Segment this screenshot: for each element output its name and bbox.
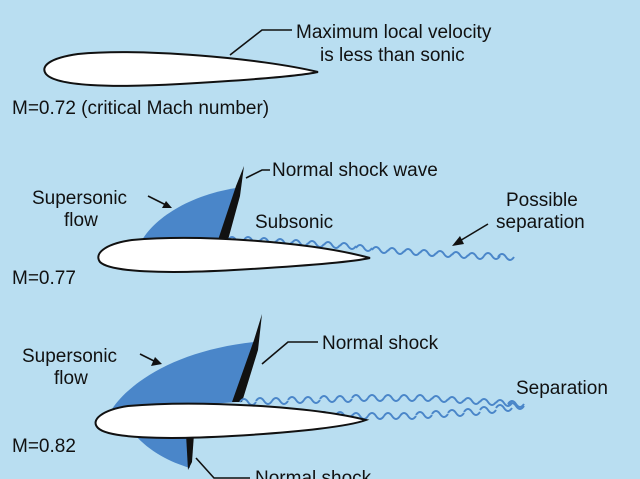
airfoil-3 [94, 402, 370, 439]
subsonic-label-2: Subsonic [255, 212, 333, 233]
supersonic-arrowhead-3 [151, 357, 162, 366]
lower-normal-shock-3 [186, 434, 194, 470]
supersonic-region-upper-3 [110, 342, 254, 412]
panel-1: Maximum local velocity is less than soni… [12, 22, 492, 119]
supersonic-arrowhead-2 [162, 201, 172, 208]
shock-leader-2 [245, 169, 270, 179]
supersonic-region-2 [140, 188, 236, 244]
wake-upper-3 [239, 394, 525, 408]
normal-shock-wave-2 [218, 166, 244, 240]
supersonic-line-2-3: flow [54, 368, 88, 389]
upper-shock-leader-3 [261, 341, 318, 365]
supersonic-leader-3 [139, 353, 157, 363]
callout-line-1: Maximum local velocity [296, 22, 492, 43]
supersonic-line-1-2: Supersonic [32, 188, 127, 209]
airfoil-1 [43, 51, 319, 87]
mach-label-1: M=0.72 (critical Mach number) [12, 98, 269, 119]
lower-shock-leader-3 [195, 457, 250, 479]
supersonic-line-1-3: Supersonic [22, 346, 117, 367]
separation-label-3: Separation [516, 378, 608, 399]
upper-normal-shock-3 [232, 314, 262, 402]
upper-shock-label-3: Normal shock [322, 333, 439, 354]
lower-shock-label-3: Normal shock [255, 468, 372, 479]
callout-leader-1 [229, 29, 292, 56]
separation-line-2-2: separation [496, 212, 585, 233]
mach-label-2: M=0.77 [12, 268, 76, 289]
supersonic-line-2-2: flow [64, 210, 98, 231]
airfoil-2 [97, 237, 371, 273]
separation-line-1-2: Possible [506, 190, 578, 211]
shock-label-2: Normal shock wave [272, 160, 438, 181]
mach-label-3: M=0.82 [12, 436, 76, 457]
panel-3: Normal shock Supersonic flow Separation … [12, 314, 608, 479]
panel-2: Normal shock wave Supersonic flow Subson… [12, 160, 585, 289]
supersonic-region-lower-3 [134, 434, 190, 468]
callout-line-2: is less than sonic [320, 45, 465, 66]
separation-leader-2 [457, 223, 489, 243]
separation-arrowhead-2 [452, 236, 464, 246]
